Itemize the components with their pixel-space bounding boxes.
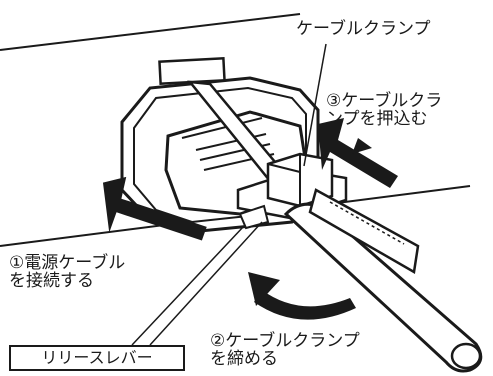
tighten-arrow-body [254, 290, 356, 320]
clamp-edge [267, 163, 301, 173]
cable-tie-teeth [329, 201, 405, 245]
cable-tie [308, 188, 420, 274]
tighten-clamp-label: ②ケーブルクランプ を締める [210, 332, 360, 369]
insert-arrow-left [102, 176, 207, 241]
leader-clamp [303, 43, 327, 167]
leader-lever [149, 221, 263, 346]
insert-arrow-right [318, 118, 398, 188]
push-clamp-line2: ンプを押込む [326, 109, 428, 130]
push-clamp-label: ③ケーブルクラ ンプを押込む [326, 92, 442, 129]
release-lever-label: リリースレバー [9, 345, 185, 371]
tighten-clamp-line2: を締める [210, 349, 278, 370]
panel-top-edge [0, 13, 301, 51]
cable-end [450, 342, 482, 370]
connect-cable-label: ①電源ケーブル を接続する [9, 254, 125, 291]
cable-clamp-text: ケーブルクランプ [296, 19, 431, 39]
push-arrow-head [352, 138, 372, 154]
connect-cable-line1: ①電源ケーブル [9, 253, 126, 273]
plug-ridge [181, 117, 263, 139]
connect-cable-line2: を接続する [9, 271, 94, 292]
cable-clamp-label: ケーブルクランプ [296, 19, 431, 39]
tighten-arrow-head [248, 272, 280, 306]
tighten-clamp-line1: ②ケーブルクランプ [210, 331, 360, 351]
leader-lever [131, 225, 245, 346]
strap-tab [158, 57, 226, 85]
push-clamp-line1: ③ケーブルクラ [326, 91, 443, 111]
